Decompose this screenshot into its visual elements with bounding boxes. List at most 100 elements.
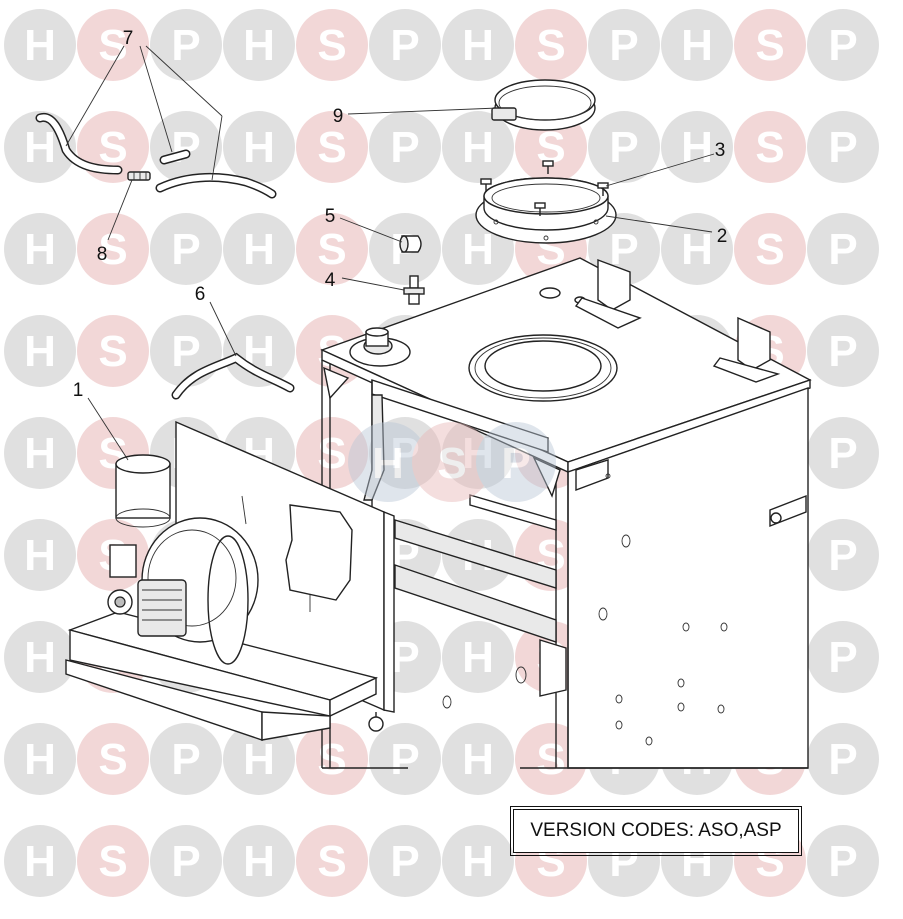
watermark-letter: H — [24, 735, 56, 784]
watermark-letter: H — [462, 735, 494, 784]
watermark-letter: P — [390, 429, 419, 478]
watermark-letter: H — [243, 837, 275, 886]
watermark-circle — [77, 723, 149, 795]
version-codes-box: VERSION CODES: ASO,ASP — [510, 806, 802, 856]
leader-lines — [65, 45, 715, 461]
callout-labels: 1 2 3 4 5 6 7 8 9 — [73, 28, 728, 401]
center-logo-letter-s: S — [437, 439, 466, 488]
center-logo-letter-h: H — [372, 439, 404, 488]
watermark-circle — [661, 9, 733, 81]
watermark-circle — [369, 111, 441, 183]
watermark-letter: H — [24, 21, 56, 70]
watermark-circle — [4, 417, 76, 489]
callout-1: 1 — [73, 380, 84, 401]
watermark-letter: H — [24, 429, 56, 478]
watermark-circle — [807, 417, 879, 489]
part-5-cap — [399, 235, 422, 253]
watermark-circle — [807, 9, 879, 81]
watermark-letter: P — [828, 123, 857, 172]
part-2-flue-adapter — [475, 177, 617, 244]
watermark-letter: P — [828, 531, 857, 580]
part-7-hoses — [35, 112, 277, 199]
watermark-circle — [150, 111, 222, 183]
callout-2: 2 — [717, 226, 728, 247]
watermark-circle — [77, 213, 149, 285]
part-8-connector — [127, 171, 151, 181]
watermark-letter: H — [24, 327, 56, 376]
watermark-letter: H — [24, 531, 56, 580]
part-1-fan-assembly — [65, 420, 395, 741]
watermark-letter: P — [828, 735, 857, 784]
watermark-letter: P — [609, 21, 638, 70]
watermark-circle — [807, 111, 879, 183]
watermark-letter: S — [536, 21, 565, 70]
watermark-circle — [223, 825, 295, 897]
watermark-letter: P — [171, 225, 200, 274]
callout-3: 3 — [715, 140, 726, 161]
watermark-circle — [150, 213, 222, 285]
watermark-letter: H — [243, 735, 275, 784]
watermark-circle — [661, 213, 733, 285]
watermark-circle — [515, 9, 587, 81]
part-6-hose — [171, 352, 295, 400]
watermark-circle — [77, 315, 149, 387]
watermark-letter: P — [390, 21, 419, 70]
watermark-letter: H — [462, 21, 494, 70]
watermark-letter: S — [98, 21, 127, 70]
watermark-circle — [807, 723, 879, 795]
watermark-circle — [150, 723, 222, 795]
watermark-circle — [223, 111, 295, 183]
callout-6: 6 — [195, 284, 206, 305]
watermark-circle — [223, 9, 295, 81]
boiler-cabinet — [320, 257, 812, 769]
callout-9: 9 — [333, 106, 344, 127]
watermark-letter: H — [681, 21, 713, 70]
watermark-letter: S — [98, 735, 127, 784]
watermark-circle — [4, 825, 76, 897]
part-9-band-clamp — [491, 79, 596, 131]
watermark-letter: H — [681, 123, 713, 172]
watermark-circle — [150, 825, 222, 897]
watermark-letter: H — [243, 225, 275, 274]
watermark-letter: P — [390, 735, 419, 784]
watermark-circle — [734, 9, 806, 81]
watermark-circle — [442, 9, 514, 81]
watermark-letter: H — [462, 123, 494, 172]
watermark-letter: P — [171, 327, 200, 376]
watermark-letter: H — [462, 633, 494, 682]
watermark-letter: P — [390, 633, 419, 682]
center-logo-letter-p: P — [501, 439, 530, 488]
watermark-letter: H — [462, 225, 494, 274]
version-codes-label: VERSION CODES: ASO,ASP — [530, 820, 782, 841]
watermark-circle — [442, 723, 514, 795]
watermark-letter: H — [24, 123, 56, 172]
watermark-circle — [296, 723, 368, 795]
watermark-circle — [807, 519, 879, 591]
watermark-letter: S — [98, 837, 127, 886]
watermark-circle — [807, 825, 879, 897]
watermark-circle — [77, 825, 149, 897]
watermark-circle — [296, 825, 368, 897]
watermark-circle — [296, 417, 368, 489]
watermark-letter: P — [828, 21, 857, 70]
callout-5: 5 — [325, 206, 336, 227]
part-4-test-nipple — [403, 275, 425, 305]
watermark-letter: S — [317, 123, 346, 172]
watermark-circle — [588, 111, 660, 183]
watermark-circle — [807, 621, 879, 693]
watermark-letter: S — [755, 123, 784, 172]
watermark-circle — [223, 723, 295, 795]
watermark-circle — [588, 9, 660, 81]
watermark-letter: P — [828, 837, 857, 886]
watermark-letter: S — [536, 735, 565, 784]
watermark-circle — [734, 111, 806, 183]
watermark-circle — [4, 723, 76, 795]
watermark-circle — [661, 111, 733, 183]
watermark-letter: H — [24, 225, 56, 274]
watermark-letter: P — [390, 837, 419, 886]
watermark-circle — [442, 111, 514, 183]
watermark-letter: S — [98, 123, 127, 172]
watermark-circle — [369, 723, 441, 795]
watermark-letter: S — [98, 327, 127, 376]
watermark-letter: H — [24, 633, 56, 682]
